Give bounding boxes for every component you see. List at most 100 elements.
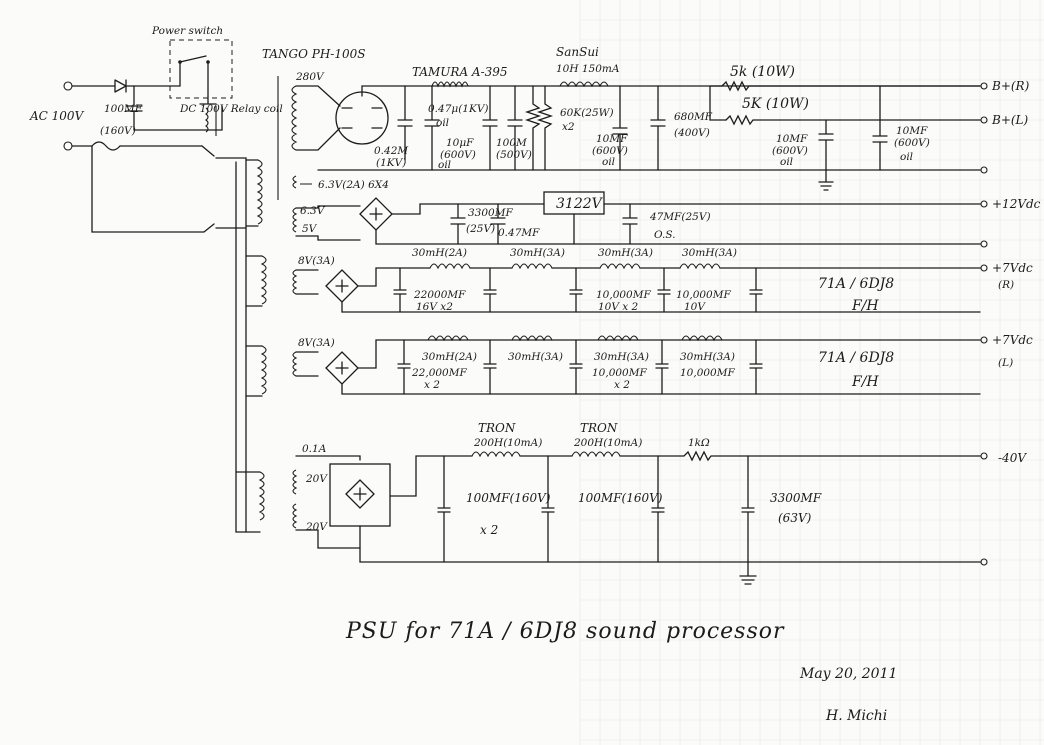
label-out-neg40: -40V — [998, 451, 1027, 465]
label-oil3: oil — [602, 156, 615, 168]
label-600v-3: (600V) — [772, 145, 808, 157]
label-tron1-spec: 200H(10mA) — [473, 437, 542, 449]
bplus-section — [277, 76, 988, 200]
label-res-5k-l: 5K (10W) — [742, 96, 809, 112]
schematic-title: PSU for 71A / 6DJ8 sound processor — [345, 619, 785, 644]
label-63v: (63V) — [778, 511, 812, 525]
primary-bus — [235, 161, 247, 533]
transformer-primaries — [235, 159, 267, 533]
label-x2-l2: x 2 — [614, 379, 630, 391]
power-switch-box — [169, 39, 233, 99]
label-tron2-spec: 200H(10mA) — [573, 437, 642, 449]
choke-sansui-icon — [559, 81, 609, 88]
relay-contact-icon — [179, 55, 209, 97]
label-10v-r: 10V — [684, 301, 706, 313]
label-cap-10mf-3: 10MF — [896, 125, 928, 137]
fuse-icon — [91, 141, 121, 151]
label-tube-l: 71A / 6DJ8 — [818, 350, 894, 366]
power-switch-label: Power switch — [151, 25, 223, 37]
label-out-bplus-r: B+(R) — [991, 79, 1030, 93]
label-out-l: (L) — [998, 357, 1013, 369]
label-l30-3a-r3: 30mH(3A) — [682, 247, 737, 259]
label-tamura: TAMURA A-395 — [412, 65, 508, 79]
label-l30-3a-l2: 30mH(3A) — [594, 351, 649, 363]
7v-l-section — [292, 335, 988, 395]
label-out-bplus-l: B+(L) — [991, 113, 1029, 127]
label-cap-47mf: 47MF(25V) — [649, 211, 711, 223]
label-w8v-l: 8V(3A) — [298, 337, 335, 349]
ac-terminal-top — [63, 81, 73, 91]
label-cap-10000-r1: 10,000MF — [596, 289, 651, 301]
label-fh-l: F/H — [851, 374, 879, 390]
label-out-7v-l: +7Vdc — [992, 333, 1033, 347]
neg40v-section — [292, 450, 988, 585]
terminal-7v-l — [980, 336, 988, 344]
ground-icon — [818, 181, 834, 191]
label-tube-r: 71A / 6DJ8 — [818, 276, 894, 292]
label-cap-100mf: 100MF — [104, 103, 143, 115]
label-cap-10mf-1: 10MF — [596, 133, 628, 145]
label-cap-10000-l1: 10,000MF — [592, 367, 647, 379]
labels: Power switch AC 100V 100MF (160V) DC 100… — [29, 25, 1041, 724]
resistor-1k-icon — [619, 450, 981, 462]
label-cap-047: 0.47μ(1KV) — [428, 103, 489, 115]
choke-tron2-icon — [571, 451, 621, 458]
label-l30-2a-r: 30mH(2A) — [412, 247, 467, 259]
label-fh-r: F/H — [851, 298, 879, 314]
label-600v-4: (600V) — [894, 137, 930, 149]
label-res-60k: 60K(25W) — [560, 107, 614, 119]
label-res-1k: 1kΩ — [688, 437, 710, 449]
label-25v: (25V) — [466, 223, 495, 235]
label-oil5: oil — [900, 151, 913, 163]
label-cap-10mf-2: 10MF — [776, 133, 808, 145]
label-oil1: oil — [436, 117, 449, 129]
label-cap-22000-l: 22,000MF — [411, 367, 467, 379]
label-16vx2: 16V x2 — [416, 301, 453, 313]
label-w20v-2: 20V — [305, 521, 328, 533]
choke-l1-icon — [427, 335, 469, 342]
label-cap-10000-l2: 10,000MF — [680, 367, 735, 379]
bleeder-resistor-icon — [524, 85, 542, 171]
label-l30-3a-l1: 30mH(3A) — [508, 351, 563, 363]
terminal-bplus-gnd — [980, 166, 988, 174]
label-cap-680mf: 680MF — [674, 111, 713, 123]
schematic-date: May 20, 2011 — [799, 666, 897, 682]
label-w20v-1: 20V — [305, 473, 328, 485]
label-out-r: (R) — [998, 279, 1014, 291]
label-w8v-r: 8V(3A) — [298, 255, 335, 267]
ac-terminal-bottom — [63, 141, 73, 151]
choke-l2-icon — [511, 335, 553, 342]
label-os: O.S. — [654, 229, 676, 241]
7v-r-section — [292, 263, 988, 313]
label-400v: (400V) — [674, 127, 710, 139]
terminal-neg40v — [980, 452, 988, 460]
ac-input-section — [63, 39, 247, 533]
label-cap-10000-r2: 10,000MF — [676, 289, 731, 301]
ac-input-label: AC 100V — [29, 109, 85, 123]
label-tron2: TRON — [580, 421, 618, 435]
label-oil4: oil — [780, 156, 793, 168]
choke-l4-icon — [681, 335, 723, 342]
12v-section — [292, 191, 988, 248]
label-heater: 6.3V(2A) 6X4 — [318, 179, 389, 191]
label-cap-3300mf-25: 3300MF — [468, 207, 513, 219]
label-cap-22000-r: 22000MF — [413, 289, 466, 301]
label-res-5k-r: 5k (10W) — [730, 64, 795, 80]
label-transformer: TANGO PH-100S — [262, 47, 365, 61]
label-10vx2-r: 10V x 2 — [598, 301, 639, 313]
label-out-7v-r: +7Vdc — [992, 261, 1033, 275]
label-500v: (500V) — [496, 149, 532, 161]
label-w01a: 0.1A — [302, 443, 327, 455]
label-1kv: (1KV) — [376, 157, 406, 169]
label-600v-1: (600V) — [440, 149, 476, 161]
resistor-5k-r-icon — [721, 80, 981, 92]
choke-l3-icon — [597, 335, 639, 342]
label-cap-047mf: 0.47MF — [498, 227, 540, 239]
terminal-12v — [980, 200, 988, 208]
label-w63: 6.3V — [300, 205, 326, 217]
choke-tamura-icon — [431, 81, 469, 88]
label-280v: 280V — [295, 71, 325, 83]
terminal-neg40v-gnd — [980, 558, 988, 566]
label-cap-10uf: 10μF — [446, 137, 474, 149]
